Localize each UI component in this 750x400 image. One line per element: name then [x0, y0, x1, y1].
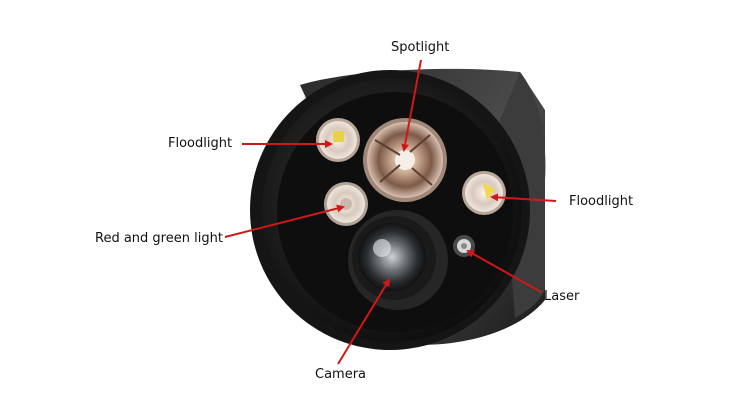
label-camera: Camera [315, 367, 367, 382]
arrow-floodlight-right [490, 193, 557, 202]
spotlight-reflector [363, 118, 447, 202]
arrow-spotlight [401, 59, 422, 152]
red-green-light-lens [324, 182, 368, 226]
arrow-camera [337, 278, 391, 365]
arrow-red-green-light [224, 204, 345, 238]
label-floodlight-right: Floodlight [569, 194, 634, 209]
camera-lens [348, 210, 448, 310]
label-floodlight-left: Floodlight [168, 136, 233, 151]
callout-arrows [224, 59, 557, 365]
label-laser: Laser [544, 289, 580, 304]
arrow-laser [466, 250, 542, 293]
label-spotlight: Spotlight [391, 40, 450, 55]
label-red-green-light: Red and green light [95, 231, 223, 246]
floodlight-right-lens [462, 171, 506, 215]
floodlight-left-lens [316, 118, 360, 162]
